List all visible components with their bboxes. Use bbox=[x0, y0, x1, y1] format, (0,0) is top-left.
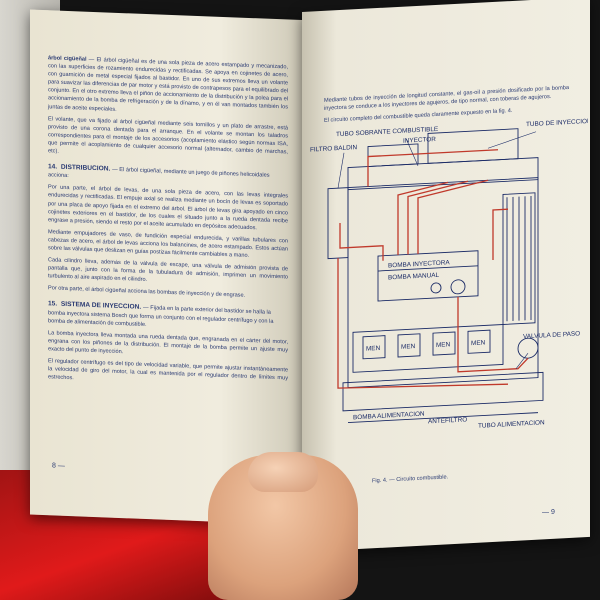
label-inyector: INYECTOR bbox=[403, 136, 436, 145]
section-15-p2: El regulador centrífugo es del tipo de v… bbox=[48, 358, 288, 382]
injection-pump bbox=[377, 250, 479, 302]
radiator bbox=[502, 192, 536, 325]
label-bomba-manual: BOMBA MANUAL bbox=[388, 272, 440, 282]
right-page-number: — 9 bbox=[542, 508, 555, 517]
section-15-heading: 15. SISTEMA DE INYECCION. — Fijada en la… bbox=[48, 300, 274, 328]
volante-paragraph: El volante, que va fijado al árbol cigüe… bbox=[48, 115, 288, 156]
oil-pan bbox=[342, 371, 544, 412]
left-page-number: 8 — bbox=[52, 462, 65, 470]
label-bomba-alimentacion: BOMBA ALIMENTACION bbox=[353, 411, 425, 422]
label-valvula-paso: VALVULA DE PASO bbox=[523, 330, 580, 340]
hand-pump bbox=[450, 279, 466, 295]
label-men-4: MEN bbox=[471, 339, 486, 347]
section-14-p3: Cada cilindro lleva, además de la válvul… bbox=[48, 257, 288, 284]
thumb bbox=[248, 452, 318, 492]
figure-caption: Fig. 4. — Circuito combustible. bbox=[372, 474, 449, 485]
left-page-text: árbol cigüeñal — El árbol cigüeñal es de… bbox=[48, 54, 288, 395]
open-booklet: árbol cigüeñal — El árbol cigüeñal es de… bbox=[30, 0, 590, 557]
label-tubo-alimentacion: TUBO ALIMENTACION bbox=[478, 419, 545, 430]
left-page: árbol cigüeñal — El árbol cigüeñal es de… bbox=[30, 9, 302, 525]
fuel-circuit-diagram: TUBO DE INYECCION TUBO SOBRANTE COMBUSTI… bbox=[310, 118, 588, 430]
crankcase bbox=[352, 323, 504, 373]
exhaust-manifold bbox=[427, 128, 519, 164]
label-men-1: MEN bbox=[366, 345, 381, 353]
label-men-2: MEN bbox=[401, 343, 416, 351]
engine-block bbox=[347, 177, 539, 389]
section-14-p2: Mediante empujadores de vaso, de fundici… bbox=[48, 229, 288, 259]
label-tubo-inyeccion: TUBO DE INYECCION bbox=[526, 118, 588, 128]
label-antefiltro: ANTEFILTRO bbox=[428, 416, 467, 425]
label-men-3: MEN bbox=[436, 341, 451, 349]
section-15-p1: La bomba inyectora lleva montada una rue… bbox=[48, 329, 288, 356]
intro-paragraph: árbol cigüeñal — El árbol cigüeñal es de… bbox=[48, 55, 289, 113]
label-bomba-inyectora: BOMBA INYECTORA bbox=[388, 259, 450, 269]
section-14-p1: Por una parte, el árbol de levas, de una… bbox=[48, 184, 288, 231]
right-page: Mediante tubos de inyección de longitud … bbox=[302, 0, 590, 553]
fuel-lines bbox=[337, 149, 529, 389]
label-filtro: FILTRO BALDIN bbox=[310, 144, 357, 153]
fuel-valve bbox=[517, 337, 539, 359]
